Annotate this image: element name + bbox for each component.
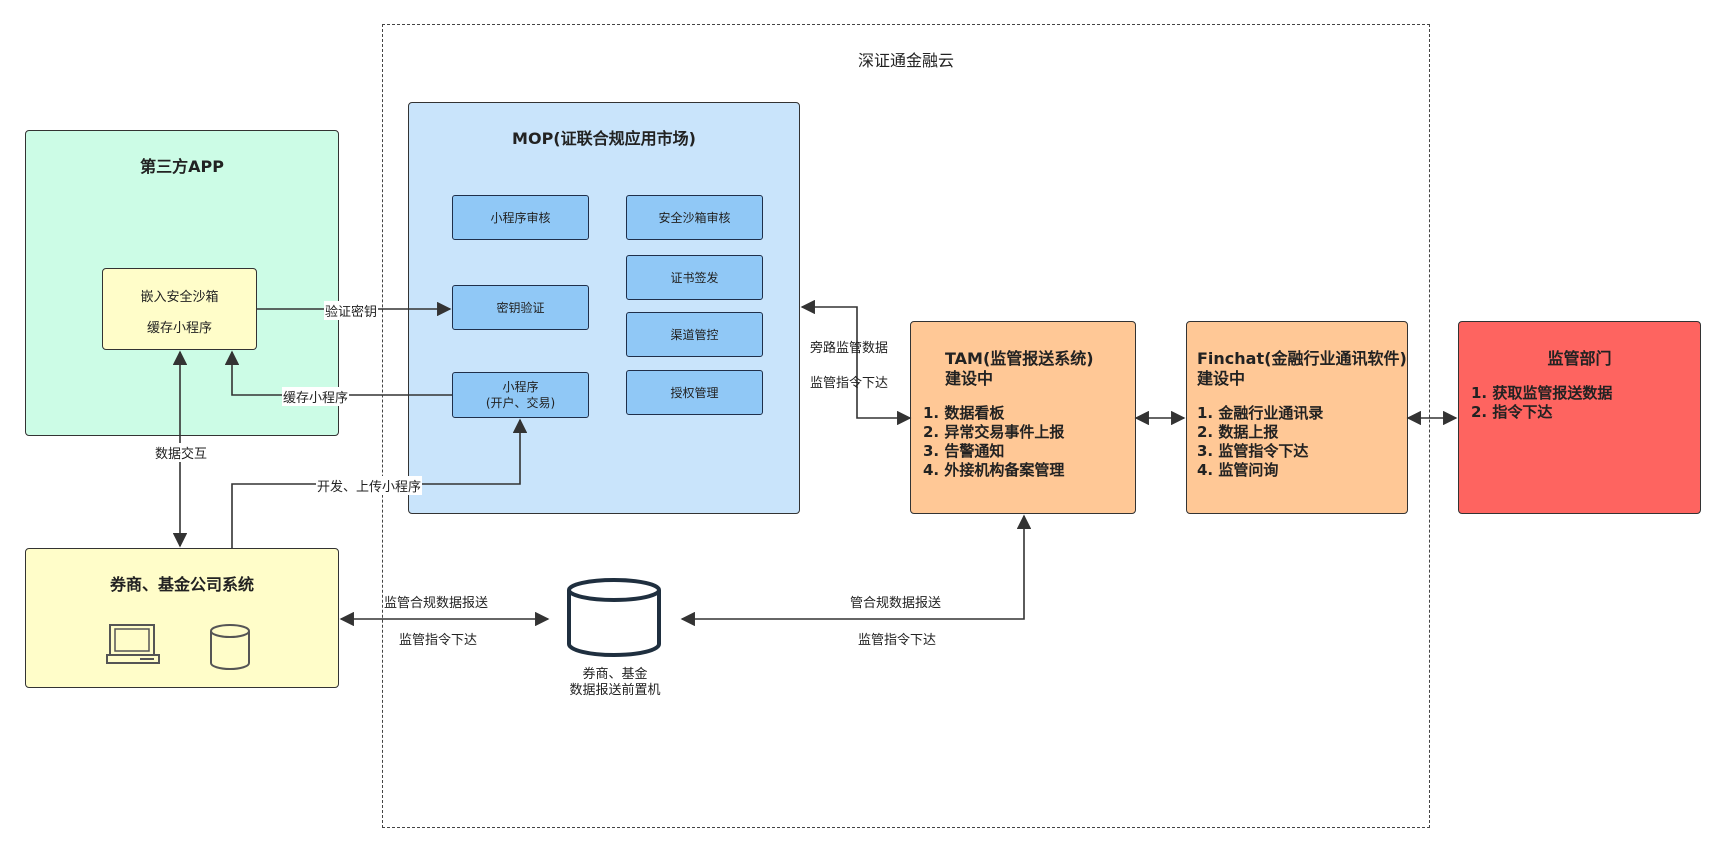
- finchat-item-3: 3. 监管指令下达: [1197, 442, 1309, 460]
- tam-item-2: 2. 异常交易事件上报: [923, 423, 1065, 441]
- label-bypass-data: 旁路监管数据: [810, 341, 889, 356]
- regulator-title: 监管部门: [1547, 349, 1612, 368]
- module-sandbox-review[interactable]: 安全沙箱审核: [626, 195, 763, 240]
- database-icon: [210, 624, 250, 670]
- label-reg-cmd-3: 监管指令下达: [858, 633, 937, 648]
- label-compliance-report-2: 管合规数据报送: [850, 596, 942, 611]
- front-machine-label: 券商、基金 数据报送前置机: [540, 667, 690, 699]
- label-verify-key: 验证密钥: [324, 301, 379, 320]
- front-machine-cylinder[interactable]: [566, 578, 662, 658]
- module-mini-review[interactable]: 小程序审核: [452, 195, 589, 240]
- mini-program-line-1: 小程序: [502, 380, 539, 394]
- finchat-box[interactable]: Finchat(金融行业通讯软件) 建设中 1. 金融行业通讯录 2. 数据上报…: [1186, 321, 1408, 514]
- module-channel-control[interactable]: 渠道管控: [626, 312, 763, 357]
- broker-system-box[interactable]: 券商、基金公司系统: [25, 548, 339, 688]
- edge-cache-mini: [224, 350, 452, 396]
- label-data-exchange: 数据交互: [154, 443, 209, 462]
- tam-item-3: 3. 告警通知: [923, 442, 1005, 460]
- sandbox-line-2: 缓存小程序: [146, 321, 212, 336]
- label-reg-cmd-2: 监管指令下达: [399, 633, 478, 648]
- front-machine-line-2: 数据报送前置机: [569, 683, 661, 698]
- regulator-item-2: 2. 指令下达: [1471, 403, 1553, 421]
- mop-box[interactable]: MOP(证联合规应用市场): [408, 102, 800, 514]
- tam-box[interactable]: TAM(监管报送系统) 建设中 1. 数据看板 2. 异常交易事件上报 3. 告…: [910, 321, 1136, 514]
- finchat-item-1: 1. 金融行业通讯录: [1197, 404, 1324, 422]
- regulator-list: 1. 获取监管报送数据 2. 指令下达: [1471, 384, 1612, 422]
- label-dev-upload: 开发、上传小程序: [316, 476, 423, 495]
- regulator-item-1: 1. 获取监管报送数据: [1471, 384, 1613, 402]
- finchat-feature-list: 1. 金融行业通讯录 2. 数据上报 3. 监管指令下达 4. 监管问询: [1197, 404, 1323, 480]
- label-compliance-report-1: 监管合规数据报送: [384, 596, 489, 611]
- finchat-title-1: Finchat(金融行业通讯软件): [1197, 349, 1407, 368]
- label-reg-cmd-1: 监管指令下达: [810, 376, 889, 391]
- label-cache-mini: 缓存小程序: [282, 387, 350, 406]
- third-party-app-title: 第三方APP: [140, 157, 224, 176]
- module-cert-issue[interactable]: 证书签发: [626, 255, 763, 300]
- mini-program-line-2: (开户、交易): [485, 396, 556, 410]
- sandbox-box[interactable]: 嵌入安全沙箱 缓存小程序: [102, 268, 257, 350]
- tam-feature-list: 1. 数据看板 2. 异常交易事件上报 3. 告警通知 4. 外接机构备案管理: [923, 404, 1064, 480]
- finchat-item-2: 2. 数据上报: [1197, 423, 1279, 441]
- finchat-item-4: 4. 监管问询: [1197, 461, 1279, 479]
- sandbox-line-1: 嵌入安全沙箱: [140, 290, 219, 305]
- tam-item-4: 4. 外接机构备案管理: [923, 461, 1065, 479]
- tam-item-1: 1. 数据看板: [923, 404, 1005, 422]
- front-machine-line-1: 券商、基金: [582, 667, 648, 682]
- cloud-boundary: 深证通金融云: [382, 24, 1430, 828]
- cloud-title: 深证通金融云: [857, 51, 954, 70]
- laptop-icon: [106, 624, 160, 664]
- edge-bypass: [800, 299, 912, 426]
- module-auth-manage[interactable]: 授权管理: [626, 370, 763, 415]
- edge-front-tam: [680, 514, 1032, 627]
- regulator-box[interactable]: 监管部门 1. 获取监管报送数据 2. 指令下达: [1458, 321, 1701, 514]
- module-mini-program[interactable]: 小程序 (开户、交易): [452, 372, 589, 418]
- tam-title-2: 建设中: [945, 369, 994, 388]
- module-key-verify[interactable]: 密钥验证: [452, 285, 589, 330]
- tam-title-1: TAM(监管报送系统): [945, 349, 1094, 368]
- broker-system-title: 券商、基金公司系统: [109, 575, 254, 594]
- finchat-title-2: 建设中: [1197, 369, 1246, 388]
- mop-title: MOP(证联合规应用市场): [512, 129, 696, 148]
